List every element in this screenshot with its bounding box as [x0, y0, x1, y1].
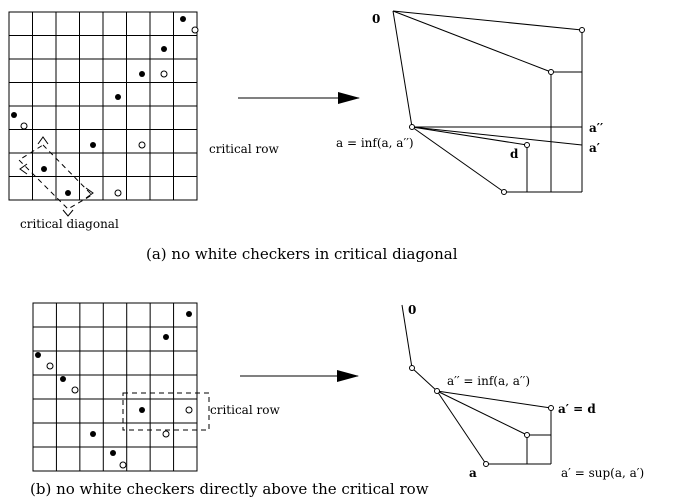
white-checker: [162, 430, 170, 438]
black-checker: [65, 190, 71, 196]
lattice-b: [401, 304, 552, 465]
black-checker: [90, 142, 96, 148]
white-checker: [191, 26, 199, 34]
white-checker: [20, 122, 28, 130]
black-checker: [11, 112, 17, 118]
white-checker: [185, 406, 193, 414]
panel-b: critical row 0 a′′ = inf(a, a′′) a′ = d …: [30, 302, 644, 498]
critical-row-label: critical row: [209, 142, 279, 156]
white-checker: [114, 189, 122, 197]
panel-a: critical row critical diagonal 0 a = inf…: [8, 10, 603, 263]
checker-grid-b: [32, 302, 198, 472]
black-checker: [115, 94, 121, 100]
zero-label: 0: [408, 303, 416, 317]
lattice-node: [524, 432, 530, 438]
caption-a: (a) no white checkers in critical diagon…: [146, 245, 458, 263]
black-checker: [41, 166, 47, 172]
white-checker: [119, 461, 127, 469]
lattice-node: [409, 365, 415, 371]
a-prime-sup-label: a′ = sup(a, a′): [561, 466, 644, 480]
white-checker: [160, 70, 168, 78]
white-checker: [138, 141, 146, 149]
lattice-node: [483, 461, 489, 467]
black-checker: [186, 311, 192, 317]
lattice-node: [524, 142, 530, 148]
checker-grid-a: [8, 11, 198, 201]
critical-row-label: critical row: [210, 403, 280, 417]
black-checker: [90, 431, 96, 437]
lattice-node: [501, 189, 507, 195]
a-prime-label: a′: [589, 141, 600, 155]
lattice-node: [548, 69, 554, 75]
critical-diagonal-outline: [18, 144, 93, 210]
white-checker: [46, 362, 54, 370]
zero-label: 0: [372, 12, 380, 26]
white-checker: [71, 386, 79, 394]
black-checker: [139, 71, 145, 77]
lattice-a: [392, 10, 583, 193]
chevron-right-icon: [85, 187, 94, 199]
chevron-left-icon: [19, 163, 28, 175]
critical-row-outline: [122, 392, 210, 431]
black-checker: [180, 16, 186, 22]
chevron-up-icon: [37, 136, 49, 145]
a-inf-label: a = inf(a, a′′): [336, 136, 414, 150]
a-double-prime-label: a′′: [589, 121, 603, 135]
lattice-node: [548, 405, 554, 411]
caption-b: (b) no white checkers directly above the…: [30, 480, 429, 498]
lattice-node: [434, 388, 440, 394]
black-checker: [163, 334, 169, 340]
black-checker: [161, 46, 167, 52]
black-checker: [110, 450, 116, 456]
critical-diagonal-label: critical diagonal: [20, 217, 119, 231]
a-label: a: [469, 466, 477, 480]
lattice-node: [579, 27, 585, 33]
d-label: d: [510, 147, 519, 161]
chevron-down-icon: [62, 209, 74, 217]
a-double-prime-inf-label: a′′ = inf(a, a′′): [447, 374, 530, 388]
a-prime-eq-d-label: a′ = d: [558, 402, 596, 416]
black-checker: [35, 352, 41, 358]
black-checker: [139, 407, 145, 413]
lattice-node: [409, 124, 415, 130]
black-checker: [60, 376, 66, 382]
